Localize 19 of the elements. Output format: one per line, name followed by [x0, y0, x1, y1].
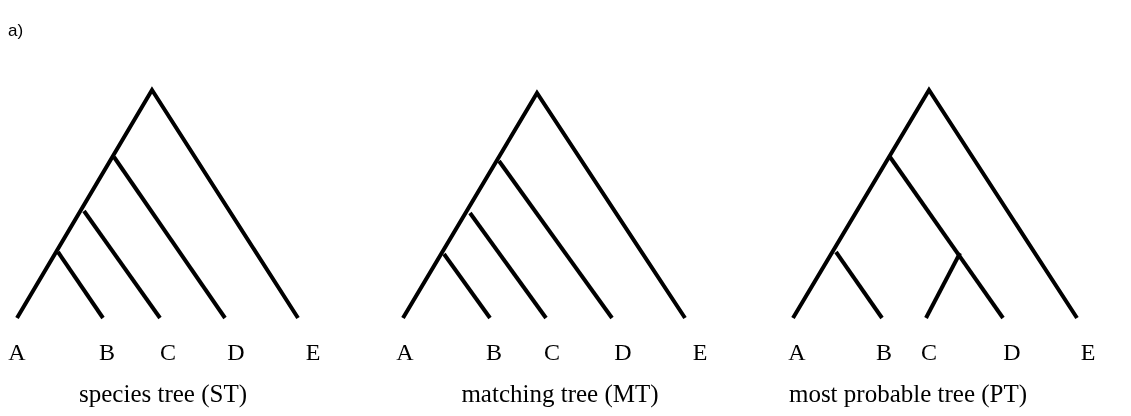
leaf-label: A [788, 340, 806, 364]
leaf-label: E [305, 340, 321, 364]
leaf-label: E [692, 340, 708, 364]
leaf-label: D [227, 340, 245, 364]
leaf-label: D [614, 340, 632, 364]
leaf-label: C [544, 340, 560, 364]
tree-caption: most probable tree (PT) [788, 380, 1028, 406]
leaf-label: C [160, 340, 176, 364]
leaf-label: A [8, 340, 26, 364]
leaf-label: D [1003, 340, 1021, 364]
tree-caption: matching tree (MT) [461, 380, 659, 406]
leaf-label: E [1080, 340, 1096, 364]
leaf-label: C [921, 340, 937, 364]
leaf-label: B [99, 340, 115, 364]
leaf-label: B [876, 340, 892, 364]
panel-label: a) [8, 21, 24, 39]
leaf-label: B [486, 340, 502, 364]
tree-caption: species tree (ST) [79, 380, 247, 406]
leaf-label: A [396, 340, 414, 364]
